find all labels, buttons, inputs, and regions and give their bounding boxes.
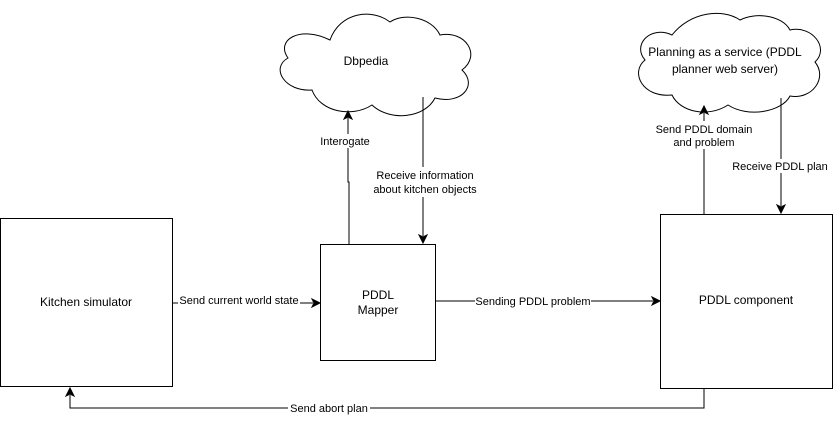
edge-sending-problem[interactable]: Sending PDDL problem bbox=[436, 295, 662, 308]
edge-send-domain-label-bg bbox=[652, 121, 756, 149]
edge-receive-plan-label-bg bbox=[729, 159, 832, 173]
edge-receive-plan-label: Receive PDDL plan bbox=[732, 161, 828, 173]
pddl-mapper-label-line1: PDDL bbox=[362, 288, 394, 302]
edge-sending-problem-label-bg bbox=[475, 295, 591, 308]
pddl-mapper-node[interactable]: PDDL Mapper bbox=[320, 244, 436, 361]
planning-service-label-line2: planner web server) bbox=[672, 62, 778, 76]
kitchen-simulator-box bbox=[0, 218, 173, 387]
edge-receive-info-label-line1: Receive information bbox=[376, 170, 473, 182]
pddl-mapper-label-line2: Mapper bbox=[358, 303, 399, 317]
edge-receive-plan-arrowhead bbox=[775, 203, 787, 215]
edge-receive-info-label-line2: about kitchen objects bbox=[373, 184, 477, 196]
kitchen-simulator-node[interactable]: Kitchen simulator bbox=[0, 218, 173, 387]
edge-send-abort-line bbox=[69, 388, 705, 409]
dbpedia-label: Dbpedia bbox=[344, 54, 389, 68]
edge-send-domain-label-line2: and problem bbox=[673, 137, 734, 149]
planning-service-cloud-shape bbox=[638, 12, 821, 113]
pddl-component-box bbox=[660, 214, 833, 389]
planning-service-label-line1: Planning as a service (PDDL bbox=[648, 45, 802, 59]
edge-interogate-label: Interogate bbox=[320, 136, 370, 148]
dbpedia-cloud-shape bbox=[279, 13, 472, 117]
edge-send-domain-arrowhead bbox=[698, 104, 710, 116]
edge-sending-problem-label: Sending PDDL problem bbox=[475, 296, 590, 308]
edge-send-world-state[interactable]: Send current world state bbox=[173, 294, 322, 309]
edge-send-world-state-arrowhead bbox=[310, 297, 322, 309]
edge-interogate-label-bg bbox=[318, 134, 374, 148]
edge-receive-info[interactable]: Receive information about kitchen object… bbox=[372, 97, 478, 245]
edge-send-abort-label-bg bbox=[288, 402, 370, 415]
pddl-mapper-box bbox=[320, 244, 436, 361]
edge-send-world-state-label: Send current world state bbox=[179, 295, 298, 307]
edge-interogate[interactable]: Interogate bbox=[318, 109, 374, 244]
edge-send-abort-arrowhead bbox=[64, 386, 76, 398]
planning-service-cloud[interactable]: Planning as a service (PDDL planner web … bbox=[638, 12, 821, 113]
pddl-component-node[interactable]: PDDL component bbox=[660, 214, 833, 389]
edge-send-abort-label: Send abort plan bbox=[290, 403, 368, 415]
edge-send-world-state-label-bg bbox=[178, 294, 300, 307]
edge-receive-info-label-bg bbox=[372, 167, 478, 197]
edge-send-domain-label-line1: Send PDDL domain bbox=[656, 124, 753, 136]
edge-send-domain[interactable]: Send PDDL domain and problem bbox=[652, 104, 756, 214]
edge-interogate-arrowhead bbox=[342, 109, 354, 121]
kitchen-simulator-label: Kitchen simulator bbox=[40, 295, 132, 309]
dbpedia-cloud[interactable]: Dbpedia bbox=[279, 13, 472, 117]
pddl-component-label: PDDL component bbox=[699, 293, 794, 307]
edge-sending-problem-arrowhead bbox=[650, 295, 662, 307]
edge-send-abort[interactable]: Send abort plan bbox=[64, 386, 705, 415]
edge-receive-plan[interactable]: Receive PDDL plan bbox=[729, 98, 832, 215]
edge-receive-info-arrowhead bbox=[417, 233, 429, 245]
edge-interogate-line bbox=[347, 118, 350, 244]
